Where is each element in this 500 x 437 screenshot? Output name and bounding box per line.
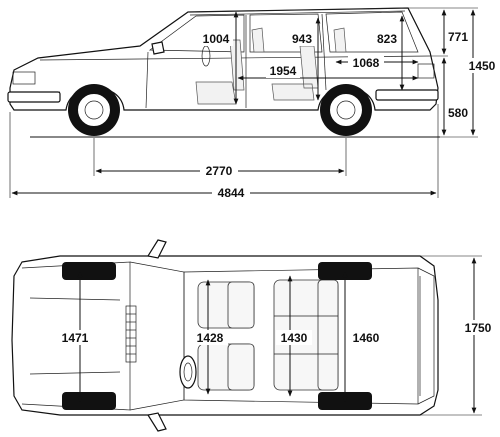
front-seats	[197, 281, 255, 391]
cargo-height-label: 823	[377, 32, 397, 46]
upper-body-height-label: 771	[448, 30, 468, 44]
wheelbase-label: 2770	[206, 164, 233, 178]
cargo-length-label: 1068	[353, 56, 380, 70]
side-view: 1004 943 823 1068 1954 771 1450 580 2770…	[7, 7, 498, 200]
rear-door-window	[249, 13, 323, 53]
sill-height-label: 580	[448, 106, 468, 120]
tyre-front-right	[62, 392, 116, 410]
cowl-vent	[125, 305, 137, 363]
tyre-rear-left	[318, 262, 372, 280]
rear-wheel	[320, 84, 372, 136]
rear-track-label: 1460	[353, 331, 380, 345]
front-window	[148, 14, 245, 53]
top-view: 1471 1428 1430 1460 1750	[11, 239, 498, 432]
overall-length-label: 4844	[218, 186, 245, 200]
mirror-left	[147, 239, 167, 259]
front-wheel	[68, 84, 120, 136]
front-headroom-label: 1004	[203, 32, 230, 46]
rear-quarter-window	[325, 11, 419, 53]
steering-wheel	[179, 355, 197, 389]
overall-width-label: 1750	[465, 321, 492, 335]
mirror-right	[147, 412, 167, 432]
tyre-front-left	[62, 262, 116, 280]
rear-headroom-label: 943	[292, 32, 312, 46]
rear-shoulder-width-label: 1430	[281, 331, 308, 345]
front-track-label: 1471	[62, 331, 89, 345]
interior-length-label: 1954	[270, 64, 297, 78]
overall-height-label: 1450	[469, 59, 496, 73]
front-shoulder-width-label: 1428	[197, 331, 224, 345]
